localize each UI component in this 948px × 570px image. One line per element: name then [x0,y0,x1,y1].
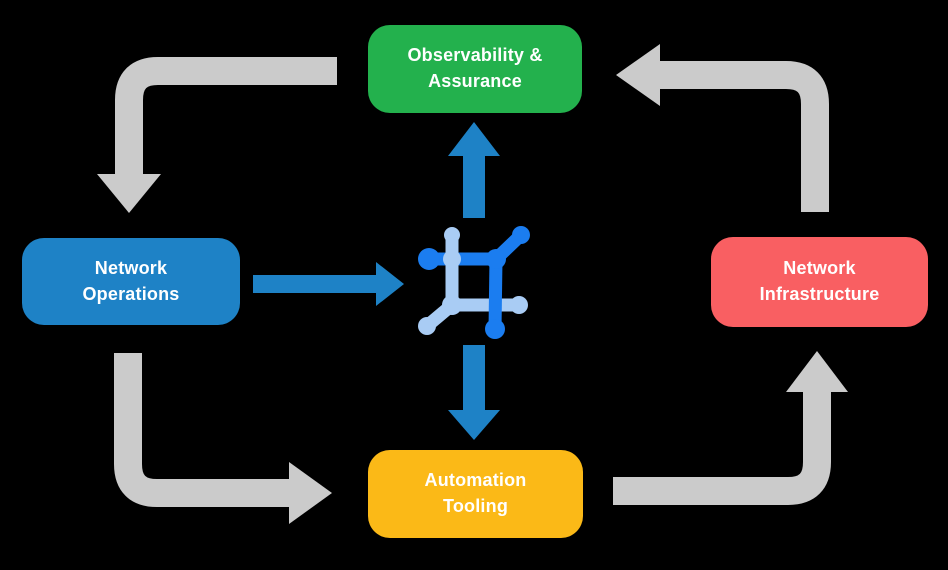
arrow-operations-to-automation [114,353,332,524]
node-automation-tooling: Automation Tooling [368,450,583,538]
node-label: Network Infrastructure [759,258,880,304]
network-mesh-icon [418,226,530,339]
arrow-center-to-automation [448,345,500,440]
node-label: Network Operations [82,257,180,304]
arrow-infrastructure-to-observability [616,44,829,212]
node-label: Automation Tooling [424,470,527,516]
arrow-observability-to-operations [97,57,337,213]
arrow-automation-to-infrastructure [613,351,848,505]
node-network-operations: Network Operations [22,238,240,325]
node-label: Observability & Assurance [407,45,543,91]
arrow-operations-to-center [253,262,404,306]
node-observability-assurance: Observability & Assurance [368,25,582,113]
node-network-infrastructure: Network Infrastructure [711,237,928,327]
arrow-center-to-observability [448,122,500,218]
